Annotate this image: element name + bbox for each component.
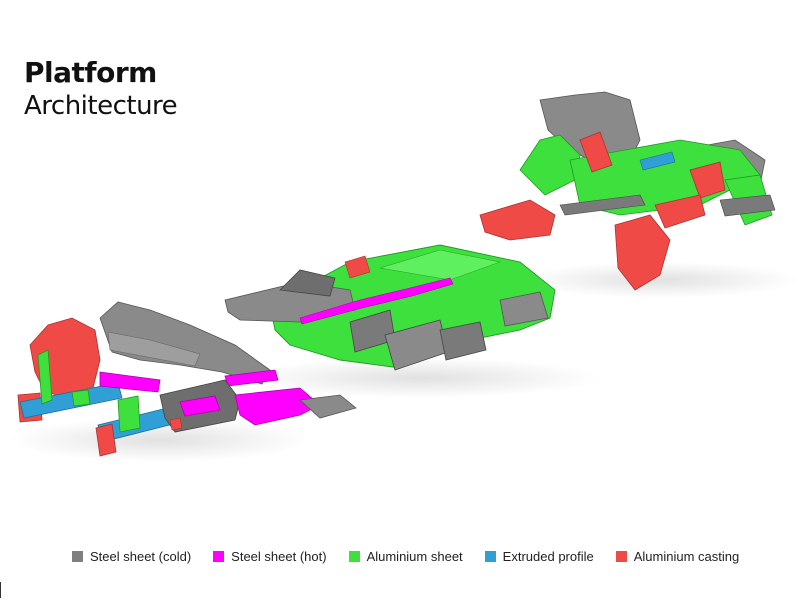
rear-lower-casting [614, 214, 671, 291]
front-hot-steel-insert [179, 395, 221, 417]
rear-right-node-casting [689, 161, 726, 199]
page-subtitle: Architecture [24, 91, 178, 121]
front-hot-steel-beam [99, 371, 161, 393]
legend-label: Extruded profile [502, 549, 594, 564]
front-module [17, 301, 357, 457]
platform-exploded-diagram [10, 91, 800, 462]
front-right-bracket-casting [95, 423, 117, 457]
legend-label: Aluminium sheet [366, 549, 463, 564]
front-hot-steel-longitudinal [234, 387, 321, 426]
legend-swatch [348, 551, 360, 562]
legend-item-aluminium-sheet: Aluminium sheet [348, 549, 463, 564]
legend-swatch [615, 551, 627, 562]
rear-crossmember-casting [654, 194, 706, 229]
floor-aluminium-panel [269, 244, 556, 369]
front-steel-extension [299, 394, 357, 419]
legend-swatch [484, 551, 496, 562]
rear-left-wheelhouse-sheet [519, 134, 581, 196]
rear-module [479, 91, 776, 291]
floor-rear-bracket [499, 291, 549, 327]
front-green-brace [117, 395, 141, 433]
front-module-shadow [10, 418, 310, 462]
front-left-rail-extrusion [19, 382, 123, 419]
rear-module-shadow [520, 262, 800, 298]
rear-right-steel-rail [719, 194, 776, 217]
floor-casting-node [344, 255, 371, 279]
rear-upper-node-casting [579, 131, 613, 173]
legend-item-steel-cold: Steel sheet (cold) [72, 549, 191, 564]
rear-extruded-profile [639, 151, 676, 171]
legend-label: Aluminium casting [633, 549, 740, 564]
front-firewall-panel [107, 331, 201, 367]
legend-swatch [213, 551, 225, 562]
floor-upper-panel [379, 249, 502, 281]
rear-left-node-casting [479, 199, 556, 241]
front-green-pillar [37, 349, 53, 405]
legend-item-extruded-profile: Extruded profile [484, 549, 594, 564]
legend-label: Steel sheet (cold) [90, 549, 192, 564]
legend-swatch [72, 551, 83, 562]
legend-label: Steel sheet (hot) [231, 549, 327, 564]
page-title: Platform [24, 56, 157, 89]
legend-item-steel-hot: Steel sheet (hot) [213, 549, 327, 564]
front-green-block [71, 389, 91, 407]
material-legend: Steel sheet (cold) Steel sheet (hot) Alu… [72, 549, 739, 564]
rear-steel-rail [559, 194, 646, 216]
front-small-casting [169, 417, 183, 431]
legend-item-aluminium-casting: Aluminium casting [615, 549, 740, 564]
floor-front-bracket [279, 269, 336, 297]
floor-module-shadow [240, 358, 600, 398]
page-title-block: Platform Architecture [24, 56, 178, 122]
floor-seat-crossmember-3 [439, 321, 487, 361]
edge-divider [0, 582, 1, 598]
floor-module [224, 244, 556, 371]
floor-hot-steel-tunnel [299, 277, 454, 325]
